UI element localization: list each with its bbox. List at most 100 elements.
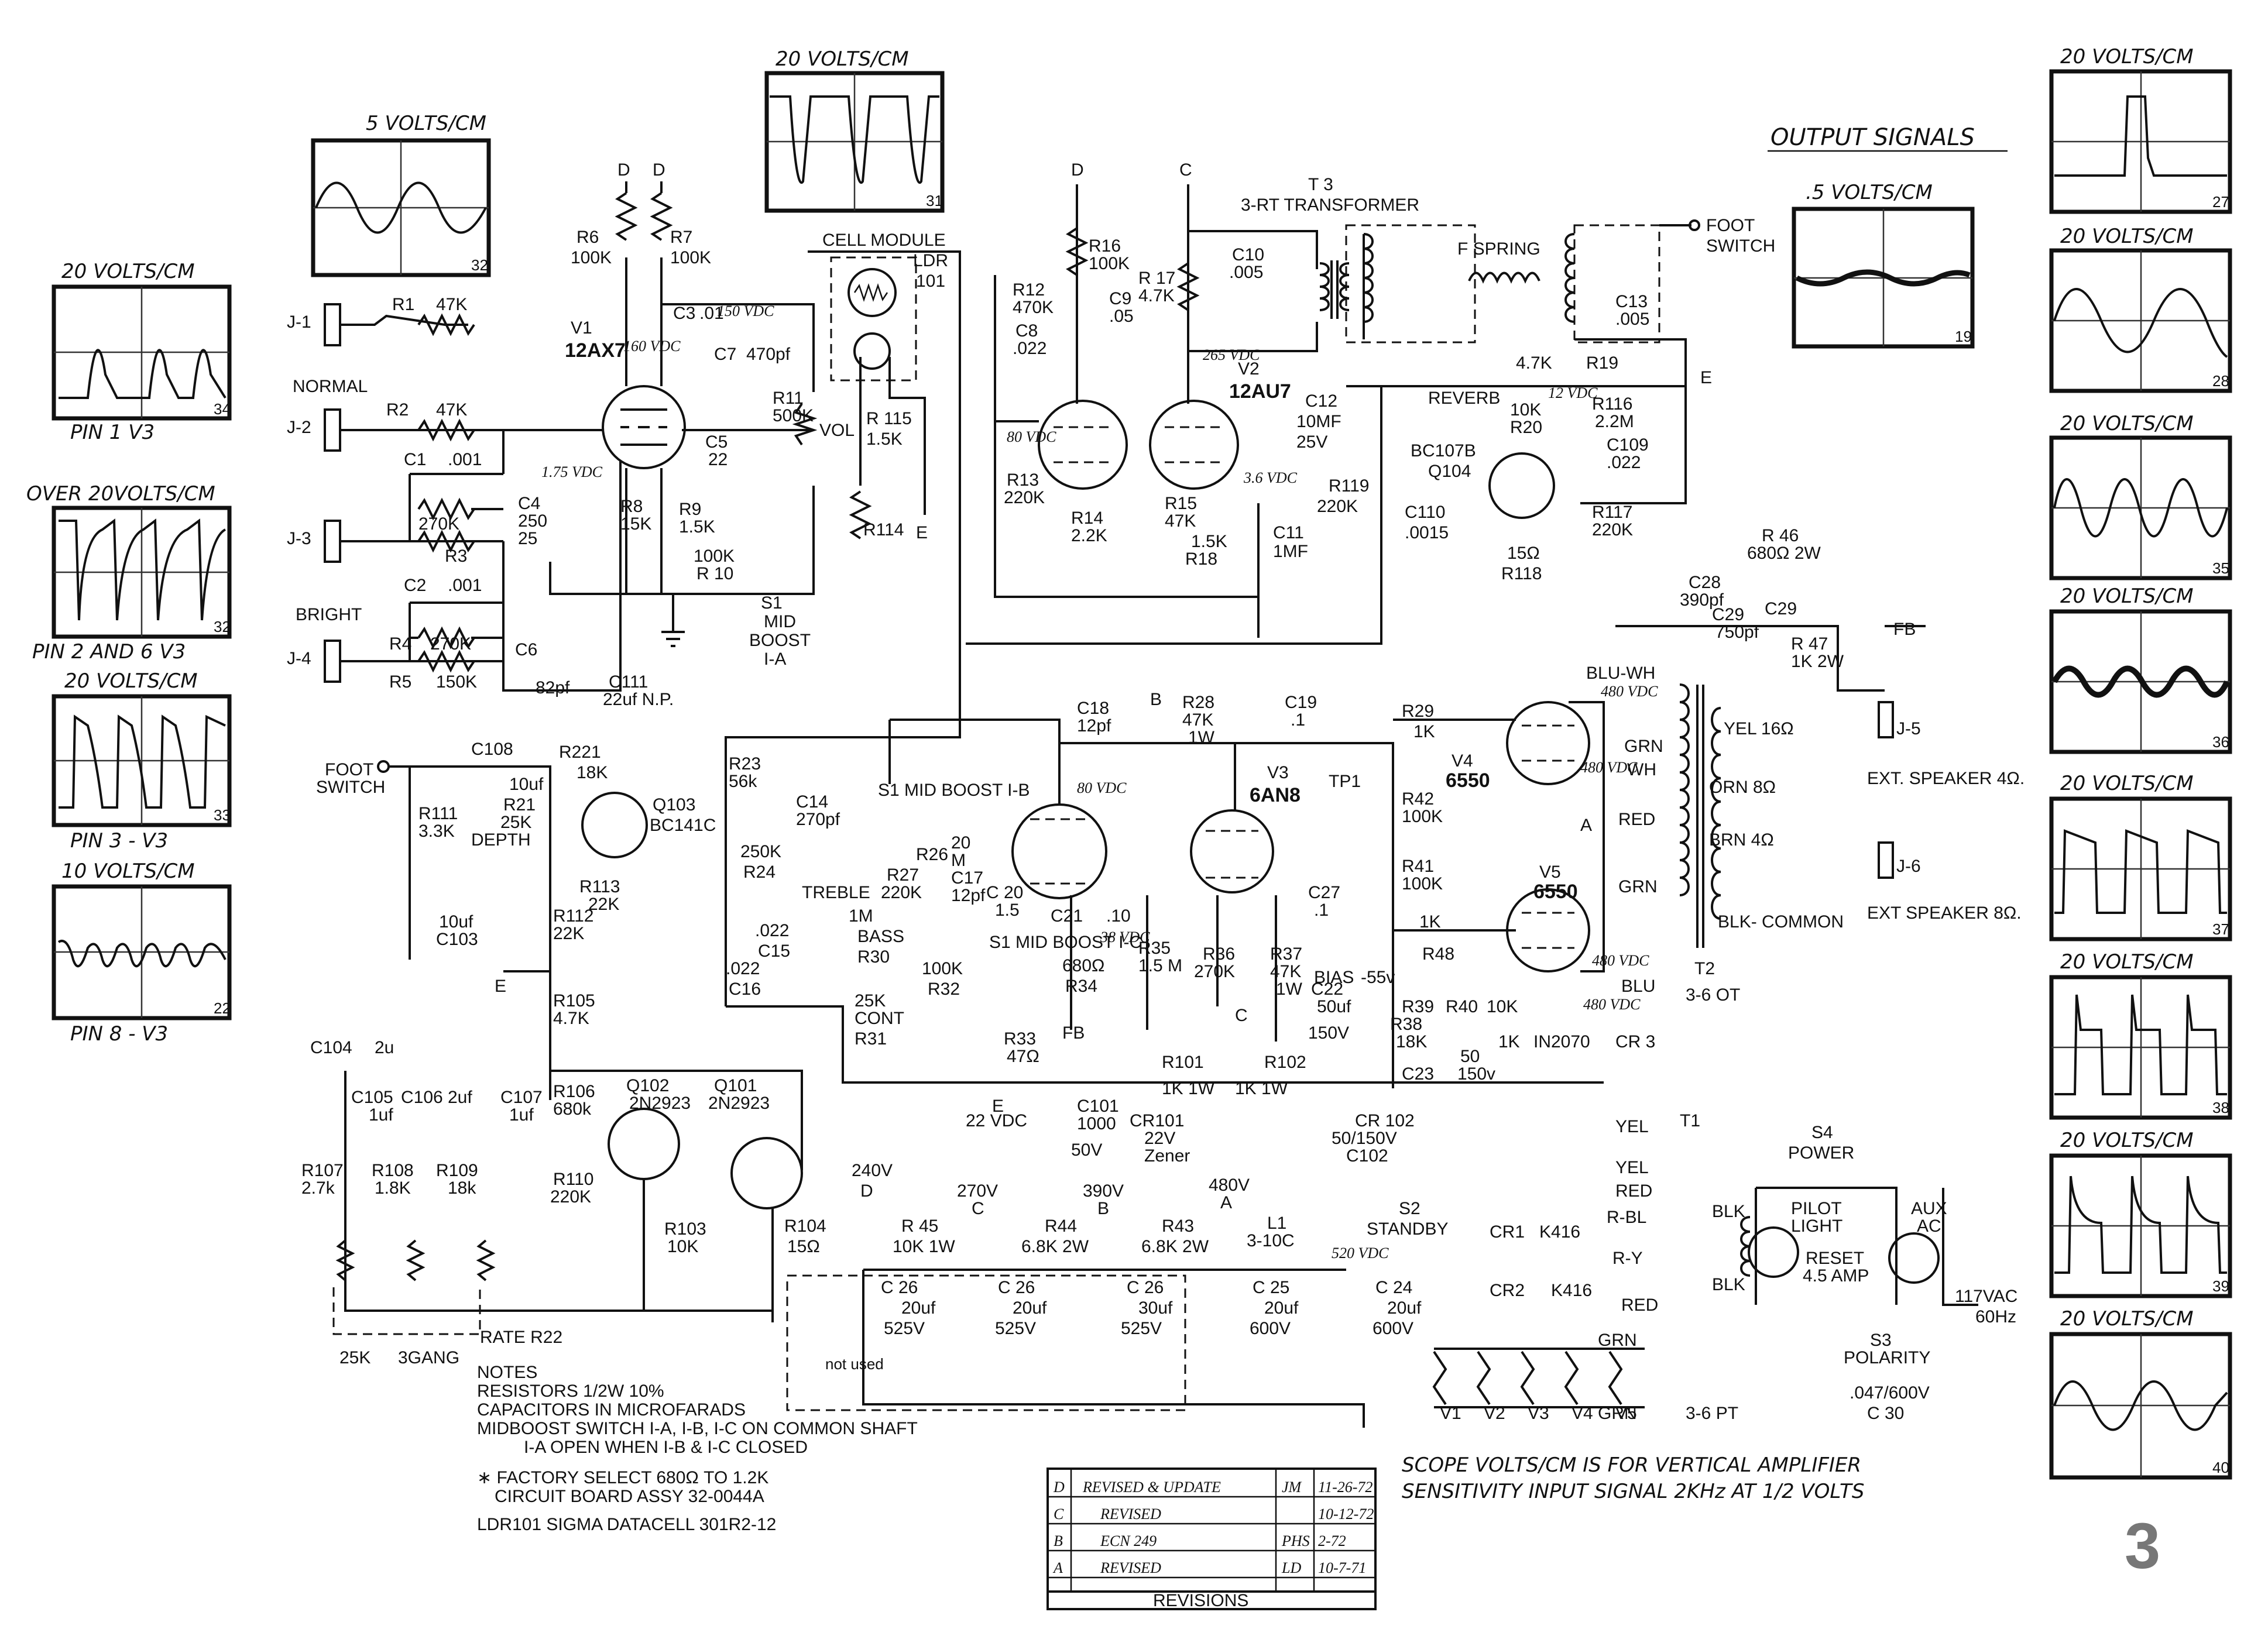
label-power_amp-c23: C23 [1402,1064,1434,1084]
label-reverb-t3name: 3-RT TRANSFORMER [1241,195,1419,215]
right-scope-panel: 20 VOLTS/CM 27 20 VOLTS/CM 28 20 VOLTS/C… [2049,45,2232,1480]
label-v3-r28: R28 [1182,693,1214,712]
label-v3-r31: R31 [855,1029,887,1049]
label-inputs-c2v: .001 [448,576,482,595]
label-v1-r11v: 500K [773,406,814,425]
scope-left-3-scale: 20 VOLTS/CM [64,669,198,693]
label-power_amp-red: RED [1618,810,1655,829]
label-tremolo-r113v: 22K [588,895,619,914]
label-power_amp-v480: 480 VDC [1601,683,1658,700]
label-v2-r17: R 17 [1138,269,1175,288]
label-supply-c26bv2: 525V [995,1319,1036,1338]
label-v2-type: 12AU7 [1229,380,1291,403]
label-v3-v38: 38 VDC [1100,929,1150,946]
scope-left-2-caption: PIN 2 AND 6 V3 [32,640,186,664]
label-points-e: E [992,1097,1004,1116]
label-revisions-rows-3-desc: REVISED [1100,1559,1161,1576]
label-supply-cr3: CR 3 [1615,1032,1655,1051]
label-v3-c20: C 20 [986,883,1023,902]
scope-right-5-num: 37 [2212,920,2229,938]
label-tremolo-c106: C106 [401,1088,443,1107]
label-reverb-fspring: F SPRING [1457,239,1540,259]
label-power_amp-r29v: 1K [1413,722,1435,741]
label-v2-r14v: 2.2K [1071,526,1107,545]
label-module-e: E [916,523,928,542]
label-v3-c27: C27 [1308,883,1340,902]
label-notes-1: RESISTORS 1/2W 10% [477,1381,664,1401]
label-points-c: C [972,1199,984,1218]
label-inputs-r1v: 47K [436,295,467,314]
label-v1-r10: 100K [694,547,735,566]
label-reverb-c110v: .0015 [1405,523,1449,542]
label-supply-c25v: 20uf [1264,1298,1299,1318]
label-v2-r17v: 4.7K [1138,286,1175,305]
label-supply-c101: C101 [1077,1097,1119,1116]
label-power_amp-v4t: 6550 [1446,769,1490,792]
label-supply-l1: L1 [1267,1214,1286,1233]
scope-right-8: 20 VOLTS/CM 40 [2049,1307,2232,1480]
label-supply-v480: 480V [1209,1176,1250,1195]
label-revisions-rows-1-letter: C [1054,1506,1064,1523]
label-power_amp-fb: FB [1893,620,1916,639]
label-reverb-r116: R116 [1592,394,1633,414]
label-power_amp-r40v: 1K [1498,1032,1520,1051]
label-v1-r9: R9 [679,500,701,519]
label-notes-6: CIRCUIT BOARD ASSY 32-0044A [495,1487,764,1506]
label-tremolo-r109v: 18k [448,1178,476,1198]
scope-right-6: 20 VOLTS/CM 38 [2049,950,2232,1120]
label-reverb-r119: R119 [1329,476,1370,496]
label-v3-r36: R36 [1203,944,1235,964]
label-v2-r12v: 470K [1013,298,1054,317]
scope-right-4: 20 VOLTS/CM 36 [2049,585,2232,754]
label-tremolo-r21v: 25K [500,813,531,832]
label-inputs-r2: R2 [386,400,409,420]
scope-left-2-scale: OVER 20VOLTS/CM [26,482,215,506]
label-revisions-rows-2-letter: B [1054,1532,1063,1549]
label-supply-r43: R43 [1162,1216,1194,1236]
label-v3-c14: C14 [796,792,828,812]
label-v1-c4v: 250 [518,511,547,531]
scope-top-1-num: 32 [471,256,488,274]
label-supply-v390: 390V [1083,1181,1124,1201]
label-power_amp-orn8: ORN 8Ω [1709,778,1776,797]
label-points-d: D [860,1181,873,1201]
label-reverb-c109v: .022 [1607,453,1641,472]
label-v3-r26v: 20 [951,833,970,853]
label-reverb-r117: R117 [1592,503,1633,522]
label-module-ldr: LDR [913,251,948,270]
label-tremolo-r112v: 22K [553,924,584,943]
label-supply-v270: 270V [957,1181,998,1201]
jack-j2: J-2 [287,408,341,452]
label-reverb-r20: R20 [1510,418,1542,437]
output-signals-title: OUTPUT SIGNALS [1771,124,1975,151]
label-v3-c27v: .1 [1314,901,1329,920]
label-supply-polarity: POLARITY [1844,1348,1930,1367]
label-reverb-q104: Q104 [1428,462,1471,481]
label-inputs-r3v: 270K [418,514,459,534]
label-tremolo-r105: R105 [553,991,595,1011]
label-inputs-c1v: .001 [448,450,482,469]
label-inputs-r5: R5 [389,672,411,692]
label-supply-r101v: 1K 1W [1162,1079,1215,1098]
label-power_amp-bv: -55v [1361,968,1395,987]
label-module-r114: R114 [863,520,904,539]
label-v1-s1: S1 [761,593,783,613]
label-v3-r34v: 680Ω [1062,956,1104,975]
label-supply-c24v2: 600V [1373,1319,1413,1338]
label-tremolo-r103: R103 [664,1219,706,1239]
label-supply-c26cv2: 525V [1121,1319,1162,1338]
label-supply-amp: 4.5 AMP [1803,1266,1869,1286]
label-v3-c20v: 1.5 [995,901,1020,920]
label-v2-r16v: 100K [1089,254,1130,273]
label-notes-4: I-A OPEN WHEN I-B & I-C CLOSED [524,1438,808,1457]
label-supply-cr102: CR 102 [1355,1111,1415,1130]
label-notes-5: ∗ FACTORY SELECT 680Ω TO 1.2K [477,1468,768,1487]
scope-right-2: 20 VOLTS/CM 28 [2049,225,2232,393]
label-power_amp-r46v: 680Ω 2W [1747,544,1821,563]
label-v1-v175: 1.75 VDC [541,463,603,480]
label-supply-mains: 117VAC [1955,1287,2017,1306]
scope-left-1-num: 34 [214,400,231,418]
label-v2-r12: R12 [1013,280,1045,300]
label-reverb-foot: FOOT [1706,216,1755,235]
